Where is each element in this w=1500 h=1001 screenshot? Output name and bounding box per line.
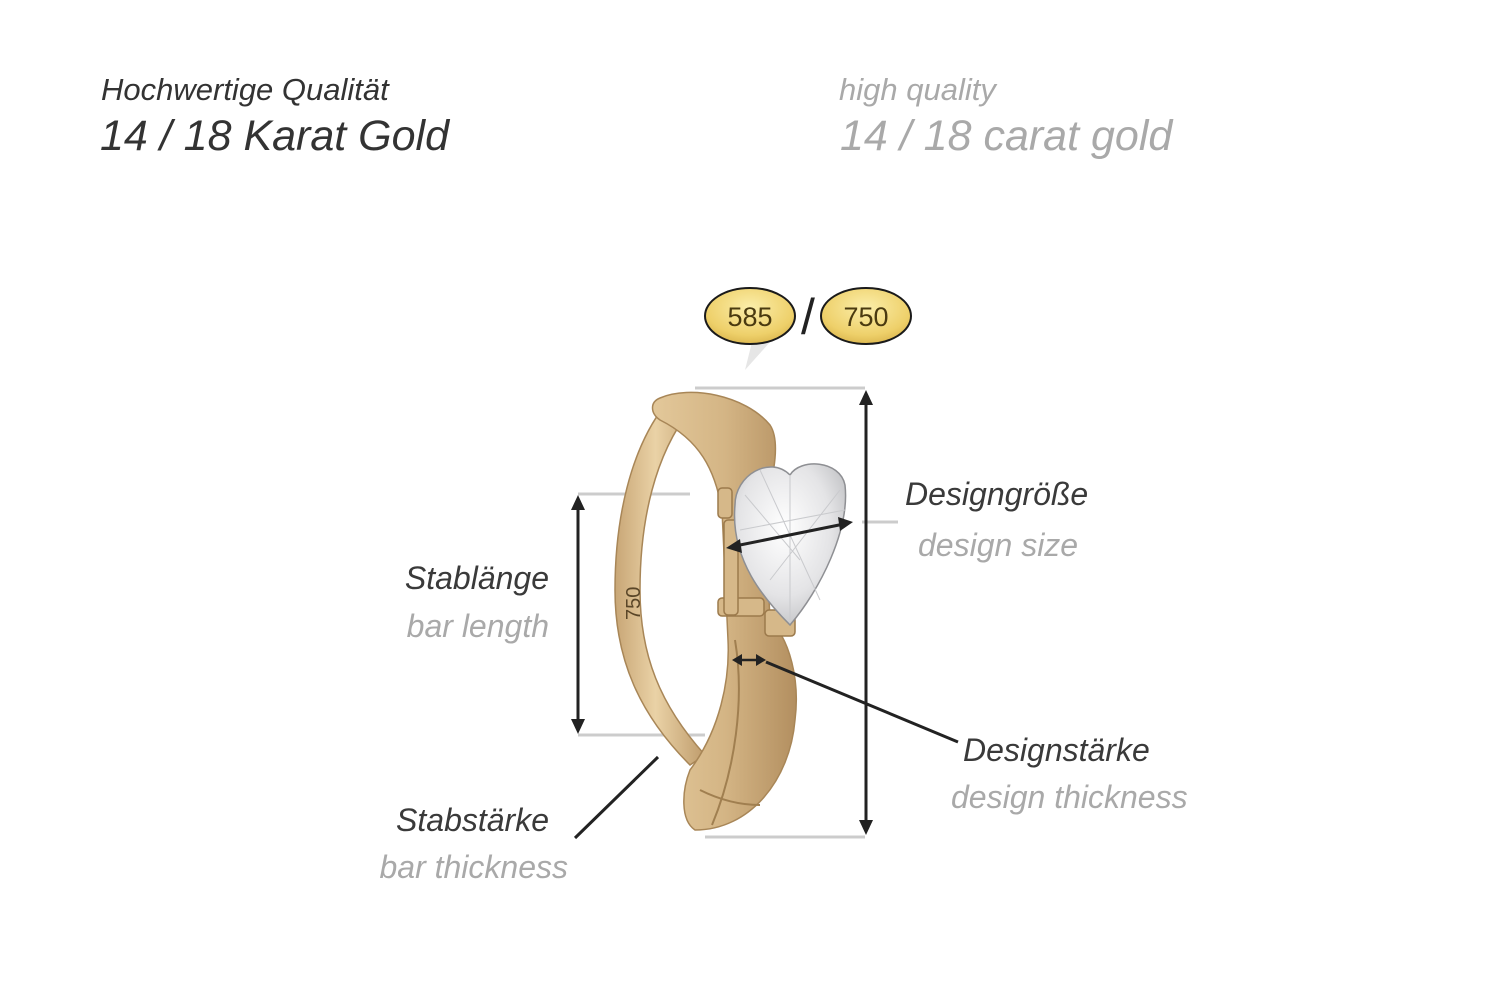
badge-585-label: 585 bbox=[727, 302, 772, 332]
measurement-arrows bbox=[571, 390, 959, 840]
gold-stamp-badges: 585 / 750 bbox=[704, 287, 912, 370]
design-size-label: Designgröße bbox=[905, 476, 1089, 512]
badge-separator: / bbox=[801, 289, 815, 345]
german-title: 14 / 18 Karat Gold bbox=[100, 112, 449, 160]
badge-pointer bbox=[745, 342, 770, 370]
design-thickness-label: Designstärke bbox=[963, 732, 1150, 768]
english-subtitle: high quality bbox=[839, 72, 996, 107]
belly-ring-illustration: 750 bbox=[614, 391, 847, 831]
badge-750 bbox=[820, 287, 912, 345]
design-thickness-label-en: design thickness bbox=[951, 779, 1188, 815]
badge-585 bbox=[704, 287, 796, 345]
badge-750-label: 750 bbox=[843, 302, 888, 332]
bar-thickness-leader bbox=[573, 755, 660, 840]
bar-length-label-en: bar length bbox=[406, 608, 549, 644]
bar-length-label: Stablänge bbox=[404, 560, 549, 596]
bar-thickness-label: Stabstärke bbox=[396, 802, 549, 838]
design-size-arrow bbox=[734, 522, 845, 548]
design-thickness-leader bbox=[765, 660, 959, 744]
design-size-label-en: design size bbox=[918, 527, 1079, 563]
bar-thickness-label-en: bar thickness bbox=[379, 849, 568, 885]
german-subtitle: Hochwertige Qualität bbox=[101, 72, 389, 107]
ring-engraving: 750 bbox=[623, 587, 645, 620]
english-title: 14 / 18 carat gold bbox=[840, 112, 1173, 160]
